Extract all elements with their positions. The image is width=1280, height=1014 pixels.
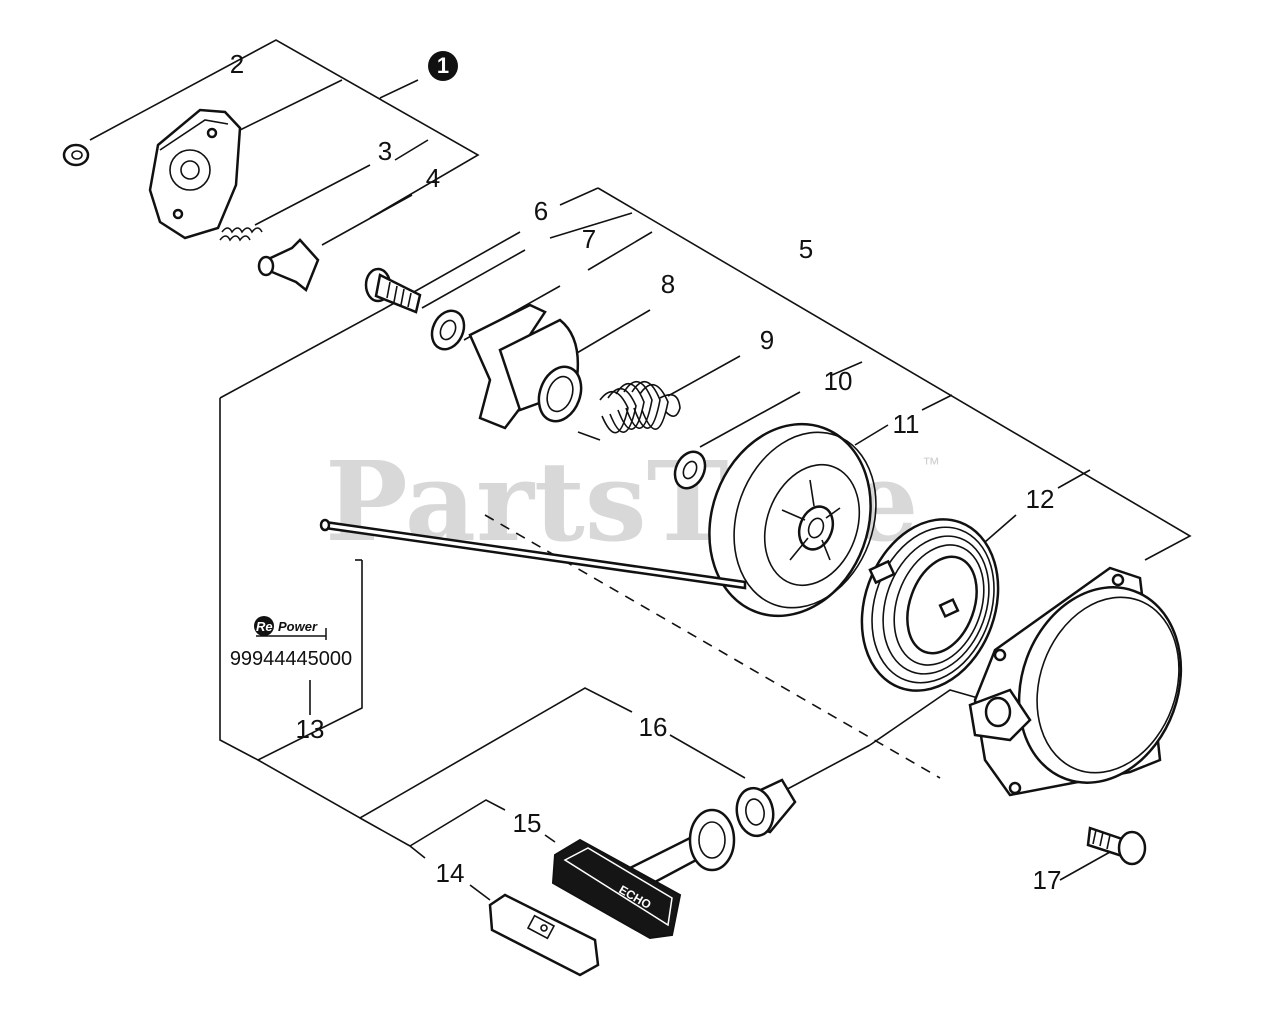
callout-15: 15 — [513, 808, 542, 838]
part-4-pawl — [257, 238, 320, 293]
part-13-starter-rope — [319, 518, 747, 590]
part-15-starter-handle: ECHO — [551, 808, 736, 940]
repower-part-number: 99944445000 — [230, 648, 352, 670]
part-11-pulley — [708, 422, 877, 618]
callout-5: 5 — [799, 234, 813, 264]
part-9-recoil-spring-coil — [577, 381, 681, 441]
repower-brand-power: Power — [278, 619, 318, 634]
part-17-bolt — [1086, 826, 1147, 866]
callout-10: 10 — [824, 366, 853, 396]
callout-8: 8 — [661, 269, 675, 299]
callout-1: 1 — [437, 53, 449, 78]
callout-4: 4 — [426, 163, 440, 193]
part-5-starter-housing — [968, 566, 1183, 797]
callout-16: 16 — [639, 712, 668, 742]
watermark-trademark: ™ — [922, 454, 940, 474]
callout-11: 11 — [893, 409, 920, 439]
callout-9: 9 — [760, 325, 774, 355]
part-10-washer — [673, 450, 707, 490]
callout-1-marker — [428, 51, 458, 81]
callout-12: 12 — [1026, 484, 1055, 514]
callout-6: 6 — [534, 196, 548, 226]
part-12-recoil-spring — [860, 518, 1000, 692]
repower-badge: Re Power 99944445000 — [230, 616, 352, 670]
part-14-handle-insert — [488, 893, 600, 977]
part-16-rope-guide — [735, 778, 797, 838]
callout-14: 14 — [436, 858, 465, 888]
part-6-screw — [364, 267, 422, 314]
callout-3: 3 — [378, 136, 392, 166]
callout-2: 2 — [230, 49, 244, 79]
leader-lines — [89, 39, 1192, 901]
part-3-spring — [219, 227, 263, 242]
callout-7: 7 — [582, 224, 596, 254]
callout-17: 17 — [1033, 865, 1062, 895]
part-8-reel-shaft — [468, 303, 583, 430]
callout-13: 13 — [296, 714, 325, 744]
retaining-clip — [62, 143, 90, 167]
callout-labels: 1 2 3 4 5 6 7 8 9 10 11 12 13 14 15 16 1… — [230, 49, 1062, 895]
part-7-washer — [430, 309, 466, 351]
part-2-pawl-plate — [148, 108, 242, 240]
repower-brand-re: Re — [256, 619, 273, 634]
